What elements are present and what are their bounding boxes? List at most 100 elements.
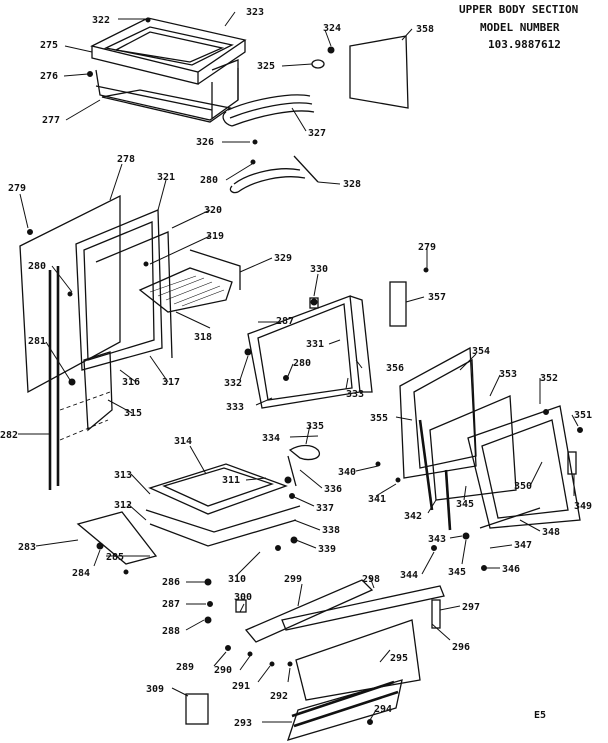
callout-351: 351 [574, 410, 592, 421]
callout-280-upper: 280 [200, 175, 218, 186]
callout-315: 315 [124, 408, 142, 419]
callout-298: 298 [362, 574, 380, 585]
callout-291: 291 [232, 681, 250, 692]
callout-331: 331 [306, 339, 324, 350]
callout-279-right: 279 [418, 242, 436, 253]
callout-338: 338 [322, 525, 340, 536]
callout-336: 336 [324, 484, 342, 495]
callout-333-left: 333 [226, 402, 244, 413]
callout-284: 284 [72, 568, 90, 579]
toe-kick [244, 579, 374, 643]
callout-289: 289 [176, 662, 194, 673]
callout-348: 348 [542, 527, 560, 538]
callout-347: 347 [514, 540, 532, 551]
callout-321: 321 [157, 172, 175, 183]
callout-293: 293 [234, 718, 252, 729]
callout-352: 352 [540, 373, 558, 384]
callout-311: 311 [222, 475, 240, 486]
callout-333-right: 333 [346, 389, 364, 400]
callout-357: 357 [428, 292, 446, 303]
callout-343: 343 [428, 534, 446, 545]
callout-317: 317 [162, 377, 180, 388]
part-drawings [19, 17, 583, 741]
callout-328: 328 [343, 179, 361, 190]
callout-282: 282 [0, 430, 18, 441]
callout-295: 295 [390, 653, 408, 664]
callout-340: 340 [338, 467, 356, 478]
callout-358: 358 [416, 24, 434, 35]
callout-354: 354 [472, 346, 490, 357]
callout-350: 350 [514, 481, 532, 492]
callout-309: 309 [146, 684, 164, 695]
callout-279-left: 279 [8, 183, 26, 194]
callout-280-left: 280 [28, 261, 46, 272]
header-line-3: 103.9887612 [488, 38, 561, 51]
callout-344: 344 [400, 570, 418, 581]
callout-314: 314 [174, 436, 192, 447]
callout-320: 320 [204, 205, 222, 216]
oven-rack [138, 267, 233, 313]
callout-276: 276 [40, 71, 58, 82]
door-glass [429, 395, 517, 501]
oven-liner [75, 209, 163, 371]
broil-element [222, 94, 315, 127]
callout-341: 341 [368, 494, 386, 505]
header-line-2: MODEL NUMBER [480, 21, 560, 34]
callout-277: 277 [42, 115, 60, 126]
callout-322: 322 [92, 15, 110, 26]
callout-319: 319 [206, 231, 224, 242]
callout-312: 312 [114, 500, 132, 511]
callout-292: 292 [270, 691, 288, 702]
callout-287-upper: 287 [276, 316, 294, 327]
rear-panel [349, 35, 409, 109]
callout-335: 335 [306, 421, 324, 432]
callout-labels: 322 323 324 358 275 325 276 277 327 326 … [0, 7, 592, 729]
callout-332: 332 [224, 378, 242, 389]
callout-294: 294 [374, 704, 392, 715]
callout-327: 327 [308, 128, 326, 139]
callout-290: 290 [214, 665, 232, 676]
gas-burner [288, 444, 321, 461]
callout-275: 275 [40, 40, 58, 51]
callout-324: 324 [323, 23, 341, 34]
bake-element [229, 168, 306, 194]
callout-337: 337 [316, 503, 334, 514]
callout-296: 296 [452, 642, 470, 653]
header-line-1: UPPER BODY SECTION [459, 3, 578, 16]
callout-345-upper: 345 [456, 499, 474, 510]
leader-lines [18, 11, 579, 723]
bottom-bracket [76, 511, 158, 565]
side-panel [19, 194, 121, 394]
callout-287-lower: 287 [162, 599, 180, 610]
corner-code: E5 [534, 710, 546, 721]
callout-345-lower: 345 [448, 567, 466, 578]
callout-299: 299 [284, 574, 302, 585]
callout-297: 297 [462, 602, 480, 613]
callout-281: 281 [28, 336, 46, 347]
callout-316: 316 [122, 377, 140, 388]
callout-325: 325 [257, 61, 275, 72]
callout-288: 288 [162, 626, 180, 637]
callout-356: 356 [386, 363, 404, 374]
door-liner [247, 295, 361, 409]
callout-355: 355 [370, 413, 388, 424]
callout-285: 285 [106, 552, 124, 563]
callout-283: 283 [18, 542, 36, 553]
callout-310: 310 [228, 574, 246, 585]
callout-278: 278 [117, 154, 135, 165]
callout-313: 313 [114, 470, 132, 481]
callout-349: 349 [574, 501, 592, 512]
outer-door [467, 405, 581, 529]
callout-334: 334 [262, 433, 280, 444]
callout-326: 326 [196, 137, 214, 148]
callout-330: 330 [310, 264, 328, 275]
callout-329: 329 [274, 253, 292, 264]
oven-bottom [148, 463, 288, 515]
callout-323: 323 [246, 7, 264, 18]
callout-286: 286 [162, 577, 180, 588]
callout-342: 342 [404, 511, 422, 522]
callout-339: 339 [318, 544, 336, 555]
callout-280-center: 280 [293, 358, 311, 369]
callout-300: 300 [234, 592, 252, 603]
